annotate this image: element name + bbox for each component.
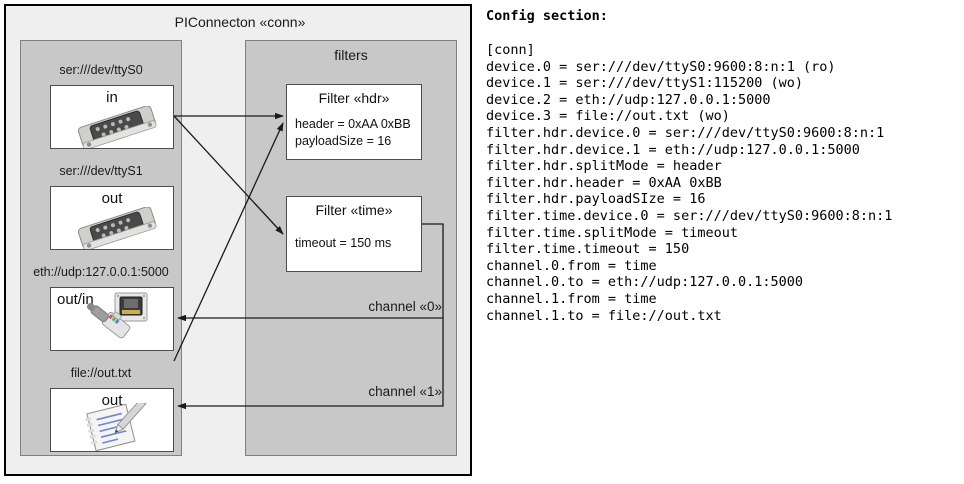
config-line: [conn]	[486, 42, 535, 58]
config-line: filter.hdr.device.1 = eth://udp:127.0.0.…	[486, 141, 860, 158]
ethernet-jack-icon	[86, 292, 148, 339]
config-line: channel.0.from = time	[486, 257, 657, 274]
config-line: filter.time.splitMode = timeout	[486, 224, 738, 241]
node-caption-file: file://out.txt	[70, 366, 132, 380]
node-caption-ttys0: ser:///dev/ttyS0	[59, 63, 143, 77]
channel-label-0: channel «0»	[368, 299, 442, 314]
filter-prop-header: header = 0xAA 0xBB	[295, 117, 411, 131]
config-panel: Config section: [conn]device.0 = ser:///…	[482, 0, 964, 484]
filter-prop-timeout: timeout = 150 ms	[295, 236, 392, 250]
node-caption-eth: eth://udp:127.0.0.1:5000	[33, 265, 169, 279]
node-label-in: in	[106, 89, 118, 106]
device-node-file[interactable]: out	[50, 388, 174, 452]
node-label-outin: out/in	[57, 291, 94, 308]
serial-connector-icon	[78, 106, 157, 148]
connector-diagram: PIConnecton «conn» filters ser:///dev/tt…	[4, 4, 472, 476]
filter-box-hdr[interactable]: Filter «hdr» header = 0xAA 0xBB payloadS…	[286, 84, 422, 160]
channel-label-1: channel «1»	[368, 384, 442, 399]
config-line: channel.0.to = eth://udp:127.0.0.1:5000	[486, 274, 803, 291]
config-line: filter.hdr.header = 0xAA 0xBB	[486, 174, 722, 191]
config-line: filter.time.device.0 = ser:///dev/ttyS0:…	[486, 207, 893, 224]
config-line: filter.hdr.device.0 = ser:///dev/ttyS0:9…	[486, 124, 885, 141]
diagram-title: PIConnecton «conn»	[174, 14, 306, 30]
filter-box-time[interactable]: Filter «time» timeout = 150 ms	[286, 196, 422, 272]
config-line: device.0 = ser:///dev/ttyS0:9600:8:n:1 (…	[486, 58, 836, 75]
serial-connector-icon	[78, 207, 157, 249]
config-line: channel.1.from = time	[486, 290, 657, 307]
node-caption-ttys1: ser:///dev/ttyS1	[59, 164, 143, 178]
config-text-block: [conn]device.0 = ser:///dev/ttyS0:9600:8…	[486, 42, 892, 324]
filters-group-title: filters	[334, 47, 368, 63]
config-line: device.3 = file://out.txt (wo)	[486, 108, 730, 125]
device-node-ttys0[interactable]: in	[50, 85, 174, 149]
device-node-eth[interactable]: out/in	[50, 287, 174, 351]
node-label-out-file: out	[101, 392, 123, 409]
device-node-ttys1[interactable]: out	[50, 186, 174, 250]
text-file-icon	[85, 403, 148, 451]
node-label-out-serial: out	[101, 190, 123, 207]
config-line: filter.hdr.splitMode = header	[486, 158, 722, 175]
filter-prop-payloadsize: payloadSize = 16	[295, 134, 392, 148]
filter-title-time: Filter «time»	[315, 202, 393, 218]
config-line: device.1 = ser:///dev/ttyS1:115200 (wo)	[486, 75, 803, 92]
config-line: channel.1.to = file://out.txt	[486, 307, 722, 324]
filter-title-hdr: Filter «hdr»	[318, 90, 390, 106]
config-line: filter.time.timeout = 150	[486, 241, 690, 258]
config-line: filter.hdr.payloadSIze = 16	[486, 191, 706, 208]
config-line: device.2 = eth://udp:127.0.0.1:5000	[486, 91, 771, 108]
config-heading: Config section:	[486, 8, 608, 24]
